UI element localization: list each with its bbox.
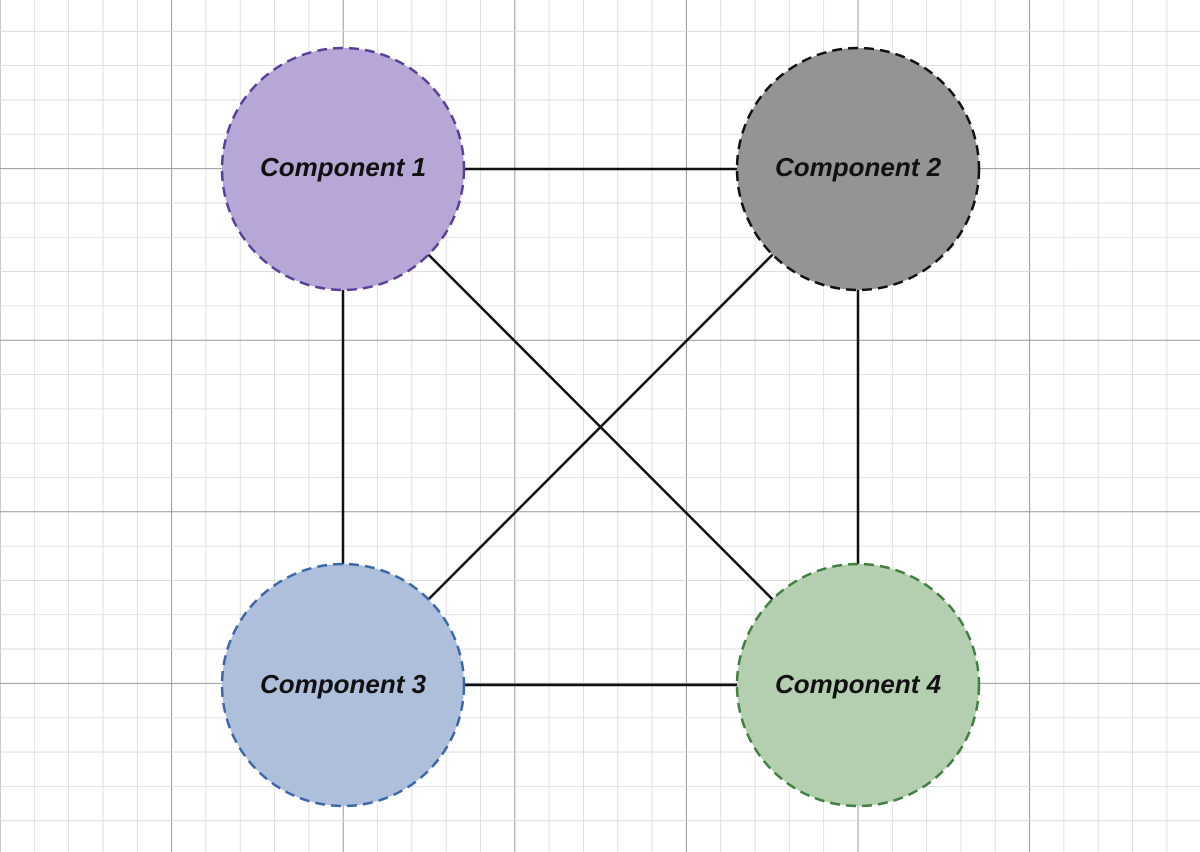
node-component-3[interactable]: Component 3 <box>220 562 466 808</box>
node-component-4-label: Component 4 <box>775 669 942 699</box>
node-component-3-label: Component 3 <box>260 669 427 699</box>
node-component-3-circle[interactable] <box>220 562 466 808</box>
node-component-1[interactable]: Component 1 <box>220 46 466 292</box>
node-component-1-circle[interactable] <box>220 46 466 292</box>
node-component-2-label: Component 2 <box>775 152 942 182</box>
node-component-2-circle[interactable] <box>735 46 981 292</box>
node-component-4[interactable]: Component 4 <box>735 562 981 808</box>
edges-layer <box>341 167 860 687</box>
node-component-2[interactable]: Component 2 <box>735 46 981 292</box>
node-component-4-circle[interactable] <box>735 562 981 808</box>
edge-c2-c3[interactable] <box>427 253 774 601</box>
node-component-1-label: Component 1 <box>260 152 426 182</box>
nodes-layer: Component 1 Component 2 Component 3 Comp… <box>220 46 981 808</box>
